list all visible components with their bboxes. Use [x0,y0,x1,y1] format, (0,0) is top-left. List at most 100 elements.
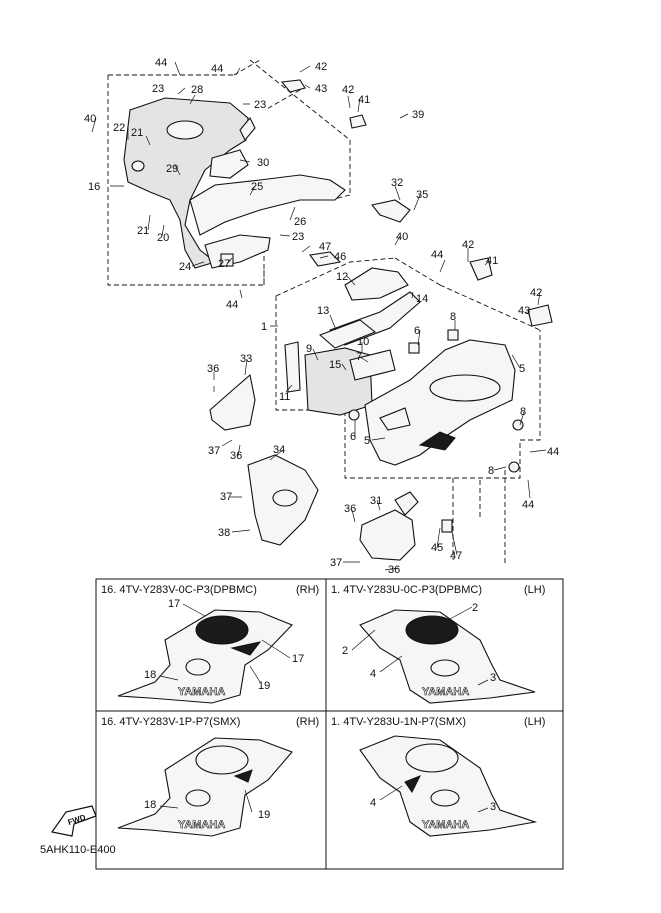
callout-19: 19 [258,809,270,821]
callout-4: 4 [370,797,376,809]
callout-42: 42 [315,61,327,73]
callout-44: 44 [547,446,559,458]
variant-title: 1. 4TV-Y283U-0C-P3(DPBMC) [331,584,482,596]
callout-42: 42 [342,84,354,96]
callout-41: 41 [486,255,498,267]
callout-38: 38 [218,527,230,539]
callout-25: 25 [251,181,263,193]
callout-12: 12 [336,271,348,283]
variant-cell-rh-smx: 16. 4TV-Y283V-1P-P7(SMX) (RH) YAMAHA 18 … [101,716,319,837]
brand-logo-text: YAMAHA [178,819,225,831]
callout-23: 23 [254,99,266,111]
variant-cell-lh-smx: 1. 4TV-Y283U-1N-P7(SMX) (LH) YAMAHA 4 3 [331,716,545,837]
variant-side: (RH) [296,716,319,728]
callout-43: 43 [315,83,327,95]
callout-40: 40 [84,113,96,125]
callout-36: 36 [230,450,242,462]
callout-36: 36 [344,503,356,515]
callout-8: 8 [520,406,526,418]
callout-17: 17 [168,598,180,610]
callout-44: 44 [211,63,223,75]
callout-37: 37 [220,491,232,503]
variant-title: 16. 4TV-Y283V-1P-P7(SMX) [101,716,240,728]
callout-11: 11 [279,391,290,403]
variant-side: (LH) [524,716,545,728]
callout-7: 7 [356,351,362,363]
callout-30: 30 [257,157,269,169]
variant-side: (RH) [296,584,319,596]
callout-16: 16 [88,181,100,193]
inner-panel-assembly [107,59,411,286]
bracket-33 [209,373,256,431]
color-variant-table: 16. 4TV-Y283V-0C-P3(DPBMC) (RH) YAMAHA 1… [95,578,564,870]
callout-31: 31 [370,495,382,507]
leader-lines [91,61,547,571]
callout-44: 44 [431,249,443,261]
lower-cowl-assembly [275,257,553,565]
callout-32: 32 [391,177,403,189]
callout-3: 3 [490,672,496,684]
callout-2: 2 [342,645,348,657]
callout-35: 35 [416,189,428,201]
callout-1: 1 [261,321,267,333]
callout-36: 36 [388,564,400,576]
callout-20: 20 [157,232,169,244]
callout-44: 44 [226,299,238,311]
callout-46: 46 [334,251,346,263]
callout-10: 10 [357,336,369,348]
callout-2: 2 [472,602,478,614]
callout-43: 43 [518,305,530,317]
callout-3: 3 [490,801,496,813]
callout-6: 6 [414,325,420,337]
callout-17: 17 [292,653,304,665]
callout-27: 27 [218,258,230,270]
bracket-32 [371,199,411,223]
inner-panel-part [123,97,249,269]
variant-cell-rh-dpbmc: 16. 4TV-Y283V-0C-P3(DPBMC) (RH) YAMAHA 1… [101,584,319,704]
fwd-arrow-icon: FWD [50,805,97,837]
variant-title: 1. 4TV-Y283U-1N-P7(SMX) [331,716,466,728]
callout-18: 18 [144,799,156,811]
callout-21: 21 [131,127,143,139]
callout-18: 18 [144,669,156,681]
callout-39: 39 [412,109,424,121]
callout-14: 14 [416,293,428,305]
callout-42: 42 [530,287,542,299]
callout-5: 5 [364,435,370,447]
bracket-11 [284,341,301,393]
variant-cell-lh-dpbmc: 1. 4TV-Y283U-0C-P3(DPBMC) (LH) YAMAHA 2 … [331,584,545,704]
callout-labels: 44 42 43 44 23 28 23 42 41 39 40 22 21 2… [84,57,559,576]
callout-6: 6 [350,431,356,443]
lower-cowl-1 [364,339,516,466]
callout-40: 40 [396,231,408,243]
callout-45: 45 [431,542,443,554]
callout-28: 28 [191,84,203,96]
variant-title: 16. 4TV-Y283V-0C-P3(DPBMC) [101,584,257,596]
callout-8: 8 [450,311,456,323]
callout-37: 37 [208,445,220,457]
callout-24: 24 [179,261,191,273]
callout-26: 26 [294,216,306,228]
callout-41: 41 [358,94,370,106]
brand-logo-text: YAMAHA [422,819,469,831]
callout-13: 13 [317,305,329,317]
callout-47: 47 [319,241,331,253]
callout-22: 22 [113,122,125,134]
bracket-43 [280,79,306,93]
callout-33: 33 [240,353,252,365]
callout-23: 23 [292,231,304,243]
brand-logo-text: YAMAHA [422,686,469,698]
callout-42: 42 [462,239,474,251]
variant-side: (LH) [524,584,545,596]
callout-44: 44 [522,499,534,511]
callout-29: 29 [166,163,178,175]
callout-23: 23 [152,83,164,95]
rear-panel-12 [344,267,409,301]
callout-36: 36 [207,363,219,375]
callout-44: 44 [155,57,167,69]
brand-logo-text: YAMAHA [178,686,225,698]
callout-9: 9 [306,343,312,355]
callout-8: 8 [488,465,494,477]
callout-21: 21 [137,225,149,237]
